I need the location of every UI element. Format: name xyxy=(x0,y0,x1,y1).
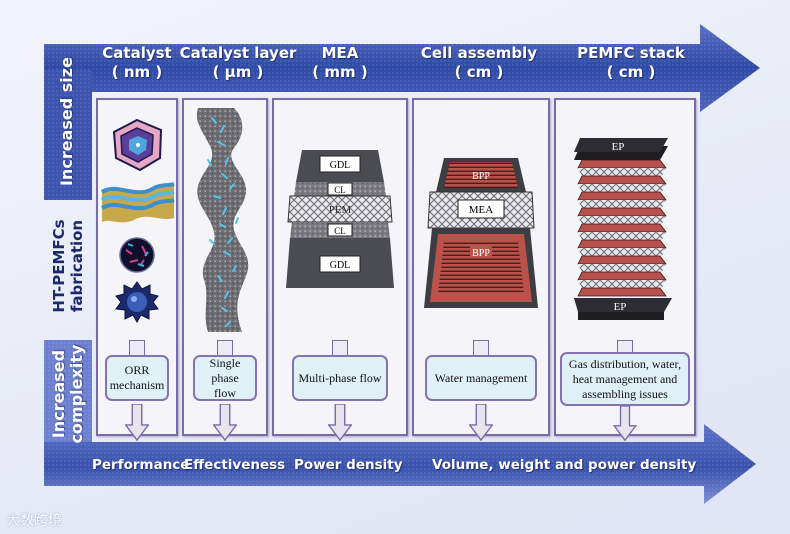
watermark: 大数跨境 xyxy=(6,513,62,529)
panel-catalyst: ORR mechanism xyxy=(96,98,178,442)
down-arrow-mea xyxy=(328,404,352,442)
down-arrow-stack xyxy=(613,406,637,442)
drop-arrow-stack xyxy=(617,340,633,355)
stage-label-mea: MEA( mm ) xyxy=(312,44,368,81)
down-arrow-catalyst xyxy=(125,404,149,442)
cell-assembly-illustration: BPP MEA BPP xyxy=(424,158,538,308)
stage-label-cell-assembly: Cell assembly( cm ) xyxy=(420,44,538,81)
down-arrow-cell xyxy=(469,404,493,442)
mea-illustration: GDL CL PEM CL GDL xyxy=(286,150,394,288)
note-gas-distribution: Gas distribution, water, heat management… xyxy=(560,352,690,406)
panel-catalyst-layer: Single phase flow xyxy=(182,98,268,442)
catalyst-illustration xyxy=(100,118,175,324)
size-arrow xyxy=(44,24,760,112)
stack-ep-bottom-label: EP xyxy=(614,301,627,313)
mea-cl-top-label: CL xyxy=(334,185,346,195)
stack-illustration: EP xyxy=(574,138,672,320)
fabrication-label: HT-PEMFCs fabrication xyxy=(50,219,86,313)
panel-cell-assembly: BPP MEA BPP Water management xyxy=(412,98,550,442)
note-multi-phase-flow: Multi-phase flow xyxy=(292,355,388,401)
mea-gdl-bottom-label: GDL xyxy=(330,260,351,271)
bottom-label-power-density: Power density xyxy=(294,457,403,473)
drop-arrow-cell xyxy=(473,340,489,355)
left-bar xyxy=(44,70,92,450)
drop-arrow-mea xyxy=(332,340,348,355)
cell-bpp-bottom-label: BPP xyxy=(472,248,490,259)
note-orr-mechanism: ORR mechanism xyxy=(105,355,169,401)
note-single-phase-flow: Single phase flow xyxy=(193,355,257,401)
drop-arrow-catalyst xyxy=(129,340,145,355)
catalyst-layer-illustration xyxy=(196,108,249,332)
increased-complexity-label: Increased complexity xyxy=(49,344,86,444)
stack-cells xyxy=(577,159,667,297)
note-water-management: Water management xyxy=(425,355,537,401)
bottom-label-volume-weight: Volume, weight and power density xyxy=(432,457,697,473)
increased-size-label: Increased size xyxy=(57,57,76,186)
performance-arrow xyxy=(44,424,756,504)
cell-mea-label: MEA xyxy=(469,204,494,216)
bottom-label-effectiveness: Effectiveness xyxy=(184,457,286,473)
panel-pemfc-stack: EP xyxy=(554,98,696,442)
mea-gdl-top-label: GDL xyxy=(330,160,351,171)
stage-label-catalyst: Catalyst( nm ) xyxy=(102,44,172,81)
stage-label-pemfc-stack: PEMFC stack( cm ) xyxy=(577,44,685,81)
cell-bpp-top-label: BPP xyxy=(472,171,490,182)
drop-arrow-catalyst-layer xyxy=(217,340,233,355)
down-arrow-catalyst-layer xyxy=(213,404,237,442)
panel-mea: GDL CL PEM CL GDL Multi-phase flow xyxy=(272,98,408,442)
stage-label-catalyst-layer: Catalyst layer( μm ) xyxy=(179,44,297,81)
mea-pem-label: PEM xyxy=(329,204,352,216)
bottom-label-performance: Performance xyxy=(92,457,190,473)
mea-cl-bottom-label: CL xyxy=(334,226,346,236)
stack-ep-top-label: EP xyxy=(612,141,625,153)
